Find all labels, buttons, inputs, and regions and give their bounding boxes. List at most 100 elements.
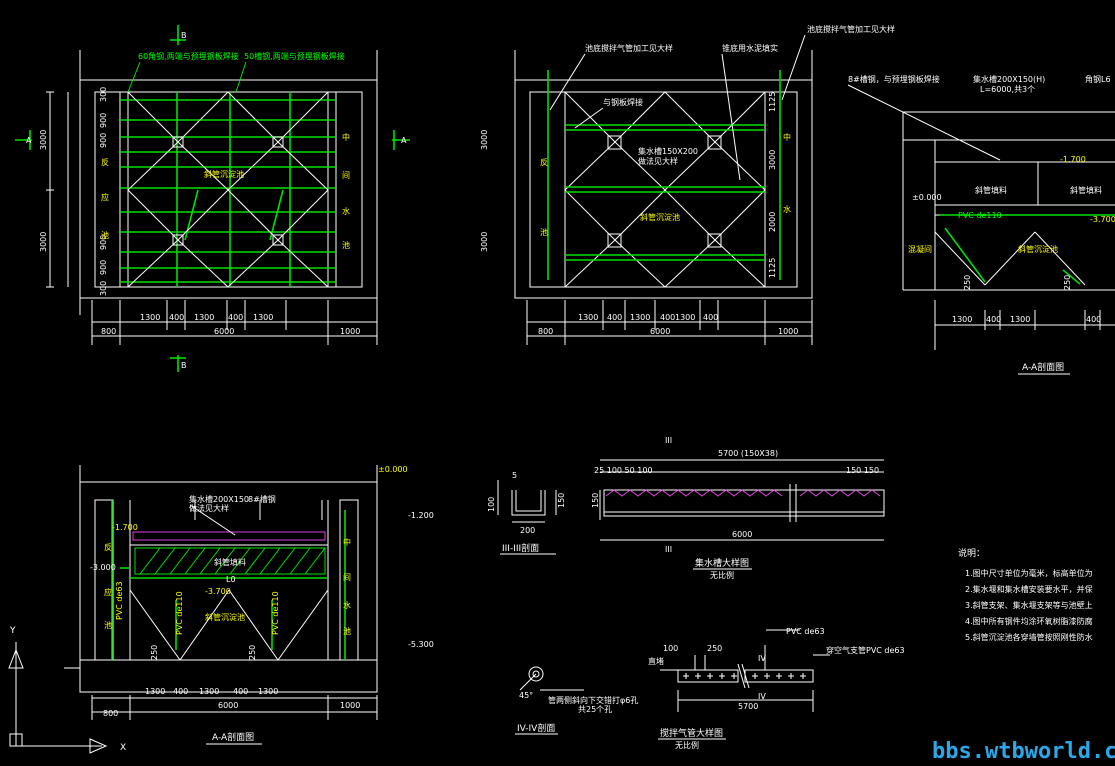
- notes-item-1: 1.图中尺寸单位为毫米，标高单位为: [965, 568, 1093, 578]
- pipe-plug: 直堵: [648, 656, 664, 666]
- sec-dim-400-b: 400: [233, 687, 248, 696]
- sec-center: 斜管沉淀池: [205, 612, 245, 622]
- notes-item-5: 5.斜管沉淀池各穿墙管按照刚性防水: [965, 632, 1093, 642]
- plan-right-wall-2: 间: [342, 171, 350, 180]
- pipe-hole-note: 管两侧斜向下交错打φ6孔: [548, 695, 638, 705]
- plan-v3000-bottom: 3000: [39, 232, 48, 252]
- sec-r-note3: L=6000,共3个: [980, 85, 1035, 94]
- plan-right-wall-3: 水: [342, 206, 350, 216]
- sec-elev1: -1.200: [408, 511, 434, 520]
- sec-note1: 集水槽200X150: [189, 494, 249, 504]
- plan2-trough: 集水槽150X200: [638, 146, 698, 156]
- sec-right-wall-2: 间: [343, 573, 351, 582]
- notes-heading: 说明：: [958, 547, 985, 559]
- plan-dim-6000: 6000: [214, 327, 234, 336]
- plan2-trough2: 做法见大样: [638, 156, 678, 166]
- plan2-dim-1300-b: 1300: [630, 313, 650, 322]
- plan-dim-800: 800: [101, 327, 116, 336]
- plan2-note-fill: 锥底用水泥填实: [722, 43, 778, 53]
- sec-elev5: -5.300: [408, 640, 434, 649]
- plan-dim-400-a: 400: [169, 313, 184, 322]
- plan-top-note-1: 60角钢,两端与预埋钢板焊接: [138, 51, 239, 61]
- trough-sec-mark-bottom: III: [665, 545, 672, 554]
- plan2-center-label: 斜管沉淀池: [640, 212, 680, 222]
- sec-dim-1300-b: 1300: [199, 687, 219, 696]
- pipe-title: 搅拌气管大样图: [660, 727, 723, 739]
- sec-r-dim-2: 400: [986, 315, 1001, 324]
- sec-250-a: 250: [150, 645, 159, 660]
- detail-trough: III III 5700 (150X38) 25 100 50 100 150 …: [487, 436, 885, 580]
- sec-right-wall-3: 水: [343, 600, 351, 610]
- sec-left-wall-3: 池: [104, 620, 112, 630]
- plan-right-wall-1: 中: [342, 132, 350, 142]
- ucs-icon: Y X: [8, 626, 126, 754]
- detail-pipe: PVC de63 穿空气支管PVC de63 IV IV 直堵 100 250 …: [515, 627, 905, 750]
- trough-d-top: 5700 (150X38): [718, 449, 778, 458]
- pipe-sec-mark-bottom: IV: [758, 692, 766, 701]
- plan2-dim-800: 800: [538, 327, 553, 336]
- plan2-dim-1000: 1000: [778, 327, 798, 336]
- pipe-d250: 250: [707, 644, 722, 653]
- plan-v900-1: 900: [99, 113, 108, 128]
- plan2-rdim-2: 3000: [768, 150, 777, 170]
- pipe-hole-count: 共25个孔: [578, 705, 612, 714]
- sec-dim-800: 800: [103, 709, 118, 718]
- trough-d-left: 25 100 50 100: [594, 466, 653, 475]
- sec-fill: 斜管填料: [214, 557, 246, 567]
- plan2-note-weld: 与钢板焊接: [603, 97, 643, 107]
- plan-dim-1300-b: 1300: [194, 313, 214, 322]
- sec-r-note1: 8#槽钢，与预埋钢板焊接: [848, 74, 940, 84]
- sec-r-note2: 集水槽200X150(H): [973, 74, 1045, 84]
- pipe-angle: 45°: [519, 691, 533, 700]
- section-aa: 反 应 池 中 间 水 池 集水槽200X150 做法见大样 8#槽钢 斜管填料…: [64, 465, 434, 745]
- plan2-rdim-1: 1125: [768, 92, 777, 112]
- sec-pvc63: PVC de63: [115, 581, 124, 620]
- section-aa-right: 8#槽钢，与预埋钢板焊接 集水槽200X150(H) L=6000,共3个 角钢…: [847, 74, 1115, 375]
- sec-dim-1300-c: 1300: [258, 687, 278, 696]
- plan-center-label: 斜管沉淀池: [204, 169, 244, 179]
- sec-fill-small: L0: [226, 575, 236, 584]
- sec-r-note4: 角钢L6: [1085, 74, 1111, 84]
- sec-left-wall-2: 应: [104, 587, 112, 597]
- sec-pvc110-a: PVC de110: [175, 591, 184, 635]
- sec-250-b: 250: [248, 645, 257, 660]
- sec-pvc110-b: PVC de110: [271, 591, 280, 635]
- sec-dim-1000: 1000: [340, 701, 360, 710]
- trough-d-right: 150 150: [846, 466, 879, 475]
- sec-note2: 做法见大样: [189, 503, 229, 513]
- plan2-dim-1300-a: 1300: [578, 313, 598, 322]
- plan-view-2: 池底搅拌气管加工见大样 锥底用水泥填实 池底搅拌气管加工见大样 与钢板焊接 集水…: [480, 24, 895, 345]
- plan2-v3000-b: 3000: [480, 232, 489, 252]
- trough-d-h2: 150: [557, 493, 566, 508]
- sec-r-pvc: PVC de110: [958, 211, 1002, 220]
- plan2-left-wall-1: 反: [540, 157, 548, 167]
- trough-d-h3: 150: [591, 493, 600, 508]
- trough-sec-title: III-III剖面: [502, 542, 539, 554]
- plan-dim-1300-c: 1300: [253, 313, 273, 322]
- sec-elev2: -1.700: [112, 523, 138, 532]
- plan-v900-2: 900: [99, 133, 108, 148]
- notes-item-4: 4.图中所有钢件均涂环氧树脂漆防腐: [965, 616, 1093, 626]
- plan-left-wall-1: 反: [101, 157, 109, 167]
- notes: 说明： 1.图中尺寸单位为毫米，标高单位为 2.集水堰和集水槽安装要水平，并保 …: [958, 547, 1093, 642]
- plan2-right-wall-3: 水: [783, 204, 791, 214]
- sec-elev0: ±0.000: [378, 465, 408, 474]
- sec-r-dim-4: 400: [1086, 315, 1101, 324]
- plan-view: 3000 3000 300 900 900 900 900 300 反 应 池 …: [15, 25, 410, 372]
- sec-r-fill2: 斜管填料: [1070, 185, 1102, 195]
- sec-left-wall-1: 反: [104, 542, 112, 552]
- plan2-right-wall-1: 中: [783, 132, 791, 142]
- plan2-note-top2: 池底搅拌气管加工见大样: [807, 24, 895, 34]
- plan2-dim-400-c: 400: [703, 313, 718, 322]
- plan-left-wall-2: 应: [101, 192, 109, 202]
- pipe-pvc1: PVC de63: [786, 627, 825, 636]
- plan2-dim-400-a: 400: [607, 313, 622, 322]
- pipe-d-total: 5700: [738, 702, 758, 711]
- ucs-y-label: Y: [9, 626, 16, 636]
- plan-right-wall-4: 池: [342, 240, 350, 250]
- plan2-rdim-3: 2000: [768, 212, 777, 232]
- plan2-dim-6000: 6000: [650, 327, 670, 336]
- plan-left-wall-3: 池: [101, 230, 109, 240]
- plan2-dim-1300-c: 1300: [675, 313, 695, 322]
